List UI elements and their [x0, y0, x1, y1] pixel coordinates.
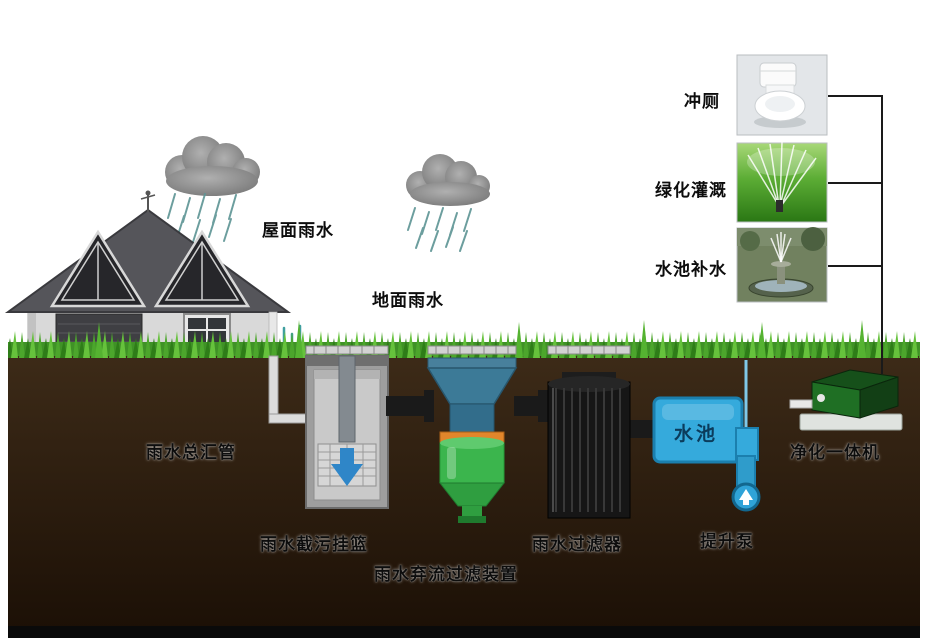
label-main-pipe: 雨水总汇管: [146, 443, 236, 463]
label-interception-basket: 雨水截污挂篮: [260, 535, 368, 555]
rain-streaks-2: [407, 207, 472, 252]
rain-filter-device: [547, 372, 631, 519]
lift-pump: [731, 482, 761, 512]
pump-arrow-up: [739, 489, 753, 505]
label-diversion-filter: 雨水弃流过滤装置: [374, 565, 518, 585]
interception-basket-device: [305, 355, 389, 509]
sprinkler-head: [776, 200, 783, 212]
label-roof-rain: 屋面雨水: [262, 221, 334, 241]
water-tank: [652, 396, 759, 487]
surface-grate-2: [427, 345, 517, 355]
label-lift-pump: 提升泵: [700, 532, 754, 552]
label-ground-rain: 地面雨水: [372, 291, 444, 311]
connection-pipes: [386, 390, 656, 438]
irrigation-photo: [736, 141, 828, 223]
bottom-border: [8, 626, 920, 638]
label-irrigation: 绿化灌溉: [655, 181, 727, 201]
grass-tall-tufts: [95, 320, 866, 358]
surface-grate-3: [547, 345, 631, 355]
rain-cloud-2: [406, 154, 490, 206]
label-pool-refill: 水池补水: [655, 260, 727, 280]
toilet-photo: [736, 54, 828, 136]
inner-pipe: [338, 355, 356, 443]
diversion-filter-device: [426, 357, 518, 523]
roof: [4, 208, 292, 313]
fountain-photo: [736, 227, 828, 303]
flow-arrow-down: [331, 448, 363, 486]
gable-window-left: [49, 229, 147, 308]
distribution-lines: [828, 95, 883, 374]
surface-grate-1: [305, 345, 389, 355]
label-toilet: 冲厕: [684, 92, 720, 112]
label-purifier: 净化一体机: [790, 443, 880, 463]
label-rain-filter: 雨水过滤器: [532, 535, 622, 555]
rain-cloud-1: [165, 136, 260, 196]
purifier-unit: [789, 369, 903, 431]
label-water-tank: 水池: [674, 423, 719, 445]
gable-window-right: [153, 229, 251, 308]
